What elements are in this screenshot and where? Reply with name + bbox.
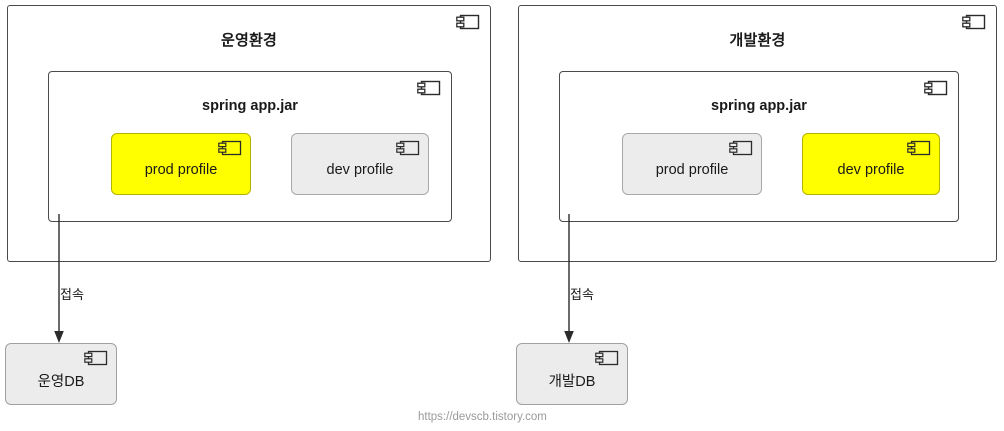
environment-title: 개발환경 (729, 32, 786, 49)
database-label: 운영DB (37, 373, 85, 390)
database-node-production[interactable]: 운영DB (5, 343, 117, 405)
component-label: prod profile (655, 162, 729, 178)
component-icon (84, 350, 108, 366)
connector-label-development: 접속 (570, 287, 594, 302)
component-label: prod profile (144, 162, 218, 178)
artifact-title: spring app.jar (711, 98, 807, 114)
artifact-node-spring-app-jar[interactable]: spring app.jar prod profile (559, 71, 959, 222)
environment-node-development[interactable]: 개발환경 spring app.jar (518, 5, 997, 262)
component-node-prod-profile[interactable]: prod profile (622, 133, 762, 195)
component-icon (417, 80, 441, 96)
component-icon (924, 80, 948, 96)
database-node-development[interactable]: 개발DB (516, 343, 628, 405)
connector-production-to-db (52, 214, 66, 344)
connector-development-to-db (562, 214, 576, 344)
watermark: https://devscb.tistory.com (418, 411, 547, 423)
component-icon (456, 14, 480, 30)
artifact-node-spring-app-jar[interactable]: spring app.jar prod profile (48, 71, 452, 222)
component-node-prod-profile[interactable]: prod profile (111, 133, 251, 195)
component-label: dev profile (837, 162, 905, 178)
component-icon (907, 140, 931, 156)
environment-node-production[interactable]: 운영환경 spring app.jar (7, 5, 491, 262)
component-node-dev-profile[interactable]: dev profile (802, 133, 940, 195)
component-label: dev profile (326, 162, 394, 178)
artifact-title: spring app.jar (202, 98, 298, 114)
environment-title: 운영환경 (220, 32, 277, 49)
component-icon (396, 140, 420, 156)
component-icon (218, 140, 242, 156)
component-icon (595, 350, 619, 366)
component-icon (729, 140, 753, 156)
database-label: 개발DB (548, 373, 596, 390)
component-icon (962, 14, 986, 30)
component-node-dev-profile[interactable]: dev profile (291, 133, 429, 195)
connector-label-production: 접속 (60, 287, 84, 302)
